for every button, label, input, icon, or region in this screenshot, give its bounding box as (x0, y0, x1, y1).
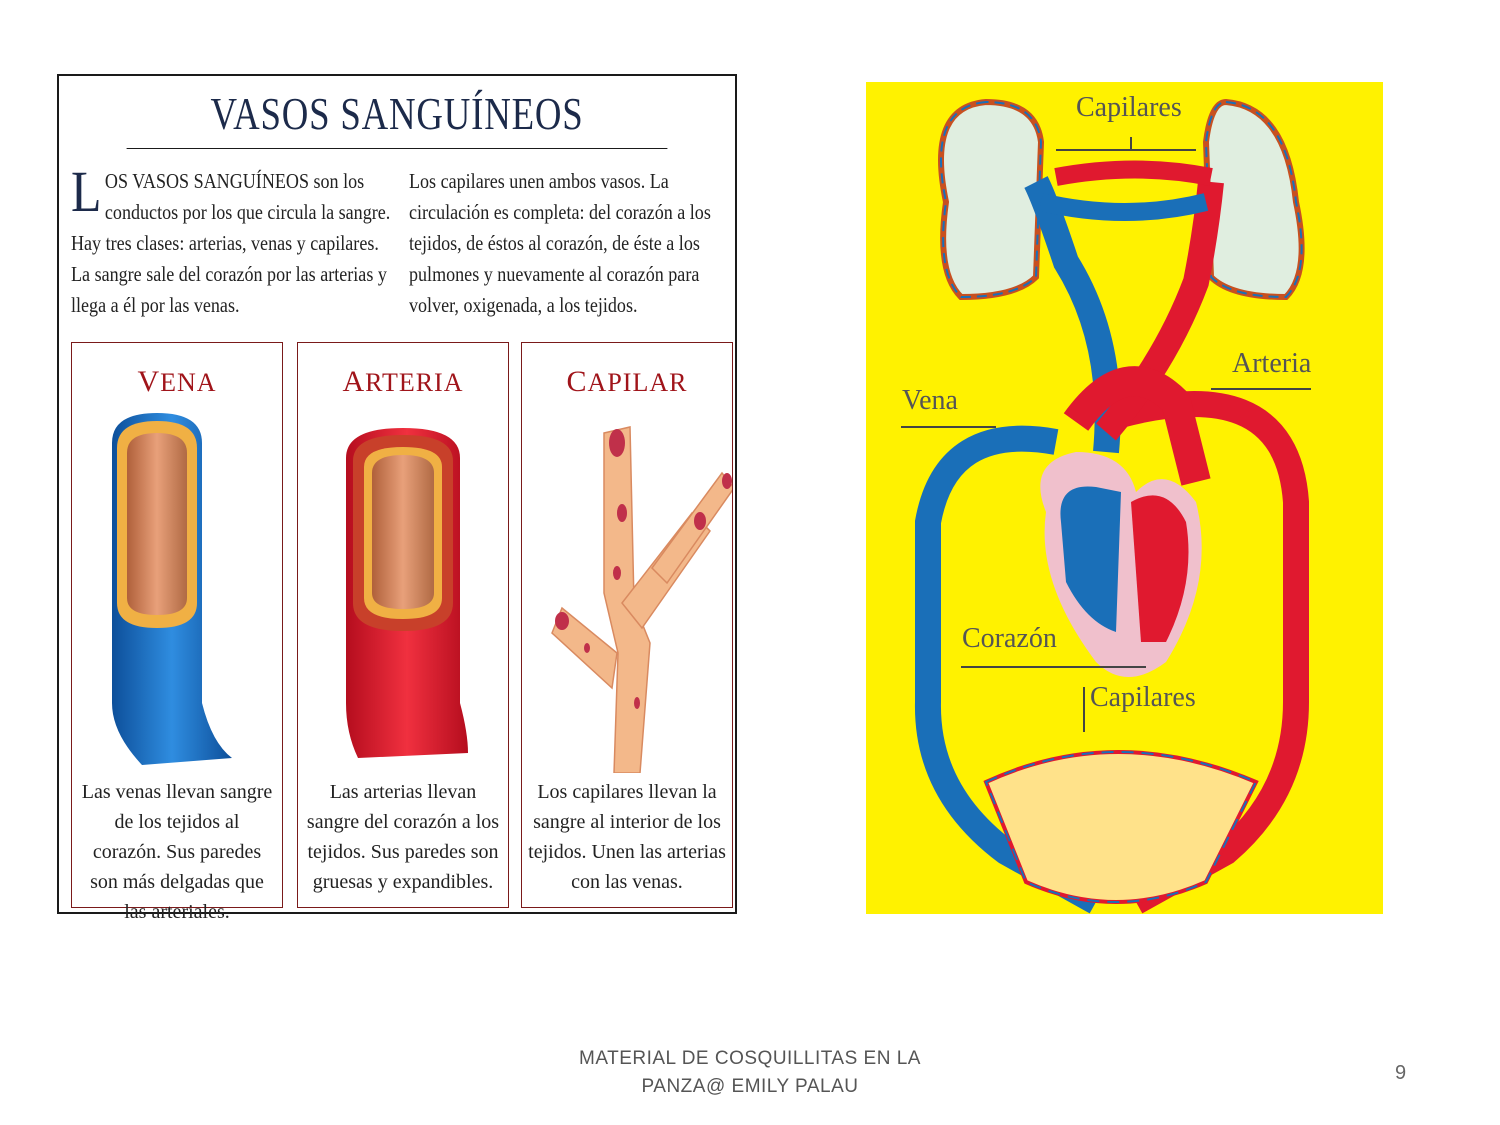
intro-dropcap: L (71, 159, 102, 224)
label-arteria: Arteria (1232, 348, 1312, 379)
artery-illustration (346, 428, 468, 758)
card-vena-title: VENA (137, 365, 217, 398)
intro-left-text: OS VASOS SANGUÍNEOS son los conductos po… (71, 169, 391, 317)
card-vena: VENA Las venas llevan sangre de los teji… (71, 342, 283, 923)
card-arteria-text: Las arterias llevan sangre del corazón a… (306, 781, 500, 893)
card-capilar-title: CAPILAR (566, 365, 688, 398)
card-vena-text: Las venas llevan sangre de los tejidos a… (81, 781, 273, 923)
label-capilares-bottom: Capilares (1090, 682, 1196, 713)
label-corazon: Corazón (962, 623, 1057, 654)
blood-vessels-infographic: VASOS SANGUÍNEOS L OS VASOS SANGUÍNEOS s… (57, 74, 737, 923)
intro-paragraph-right: Los capilares unen ambos vasos. La circu… (409, 169, 711, 317)
circulation-drawing (901, 98, 1311, 914)
intro-paragraph-left: L OS VASOS SANGUÍNEOS son los conductos … (71, 159, 391, 321)
circulation-diagram: Capilares Arteria Vena Corazón Capilares (866, 82, 1383, 914)
panel-title: VASOS SANGUÍNEOS (126, 76, 668, 149)
label-vena: Vena (902, 385, 958, 416)
left-lung-icon (938, 98, 1045, 301)
capillary-illustration (551, 426, 732, 773)
heart-icon (1040, 366, 1211, 677)
footer-credit: MATERIAL DE COSQUILLITAS EN LA PANZA@ EM… (579, 1048, 921, 1097)
card-arteria-title: ARTERIA (342, 365, 464, 398)
capillary-bed-icon (983, 750, 1259, 904)
vein-illustration (112, 413, 232, 765)
right-lung-icon (1202, 98, 1305, 301)
page-number: 9 (1395, 1062, 1407, 1084)
card-capilar: CAPILAR Los capilares llevan la sangre a… (521, 342, 733, 908)
label-capilares-top: Capilares (1076, 92, 1182, 123)
card-arteria: ARTERIA Las arterias llevan sangre del c… (297, 342, 509, 908)
card-capilar-text: Los capilares llevan la sangre al interi… (528, 781, 726, 893)
